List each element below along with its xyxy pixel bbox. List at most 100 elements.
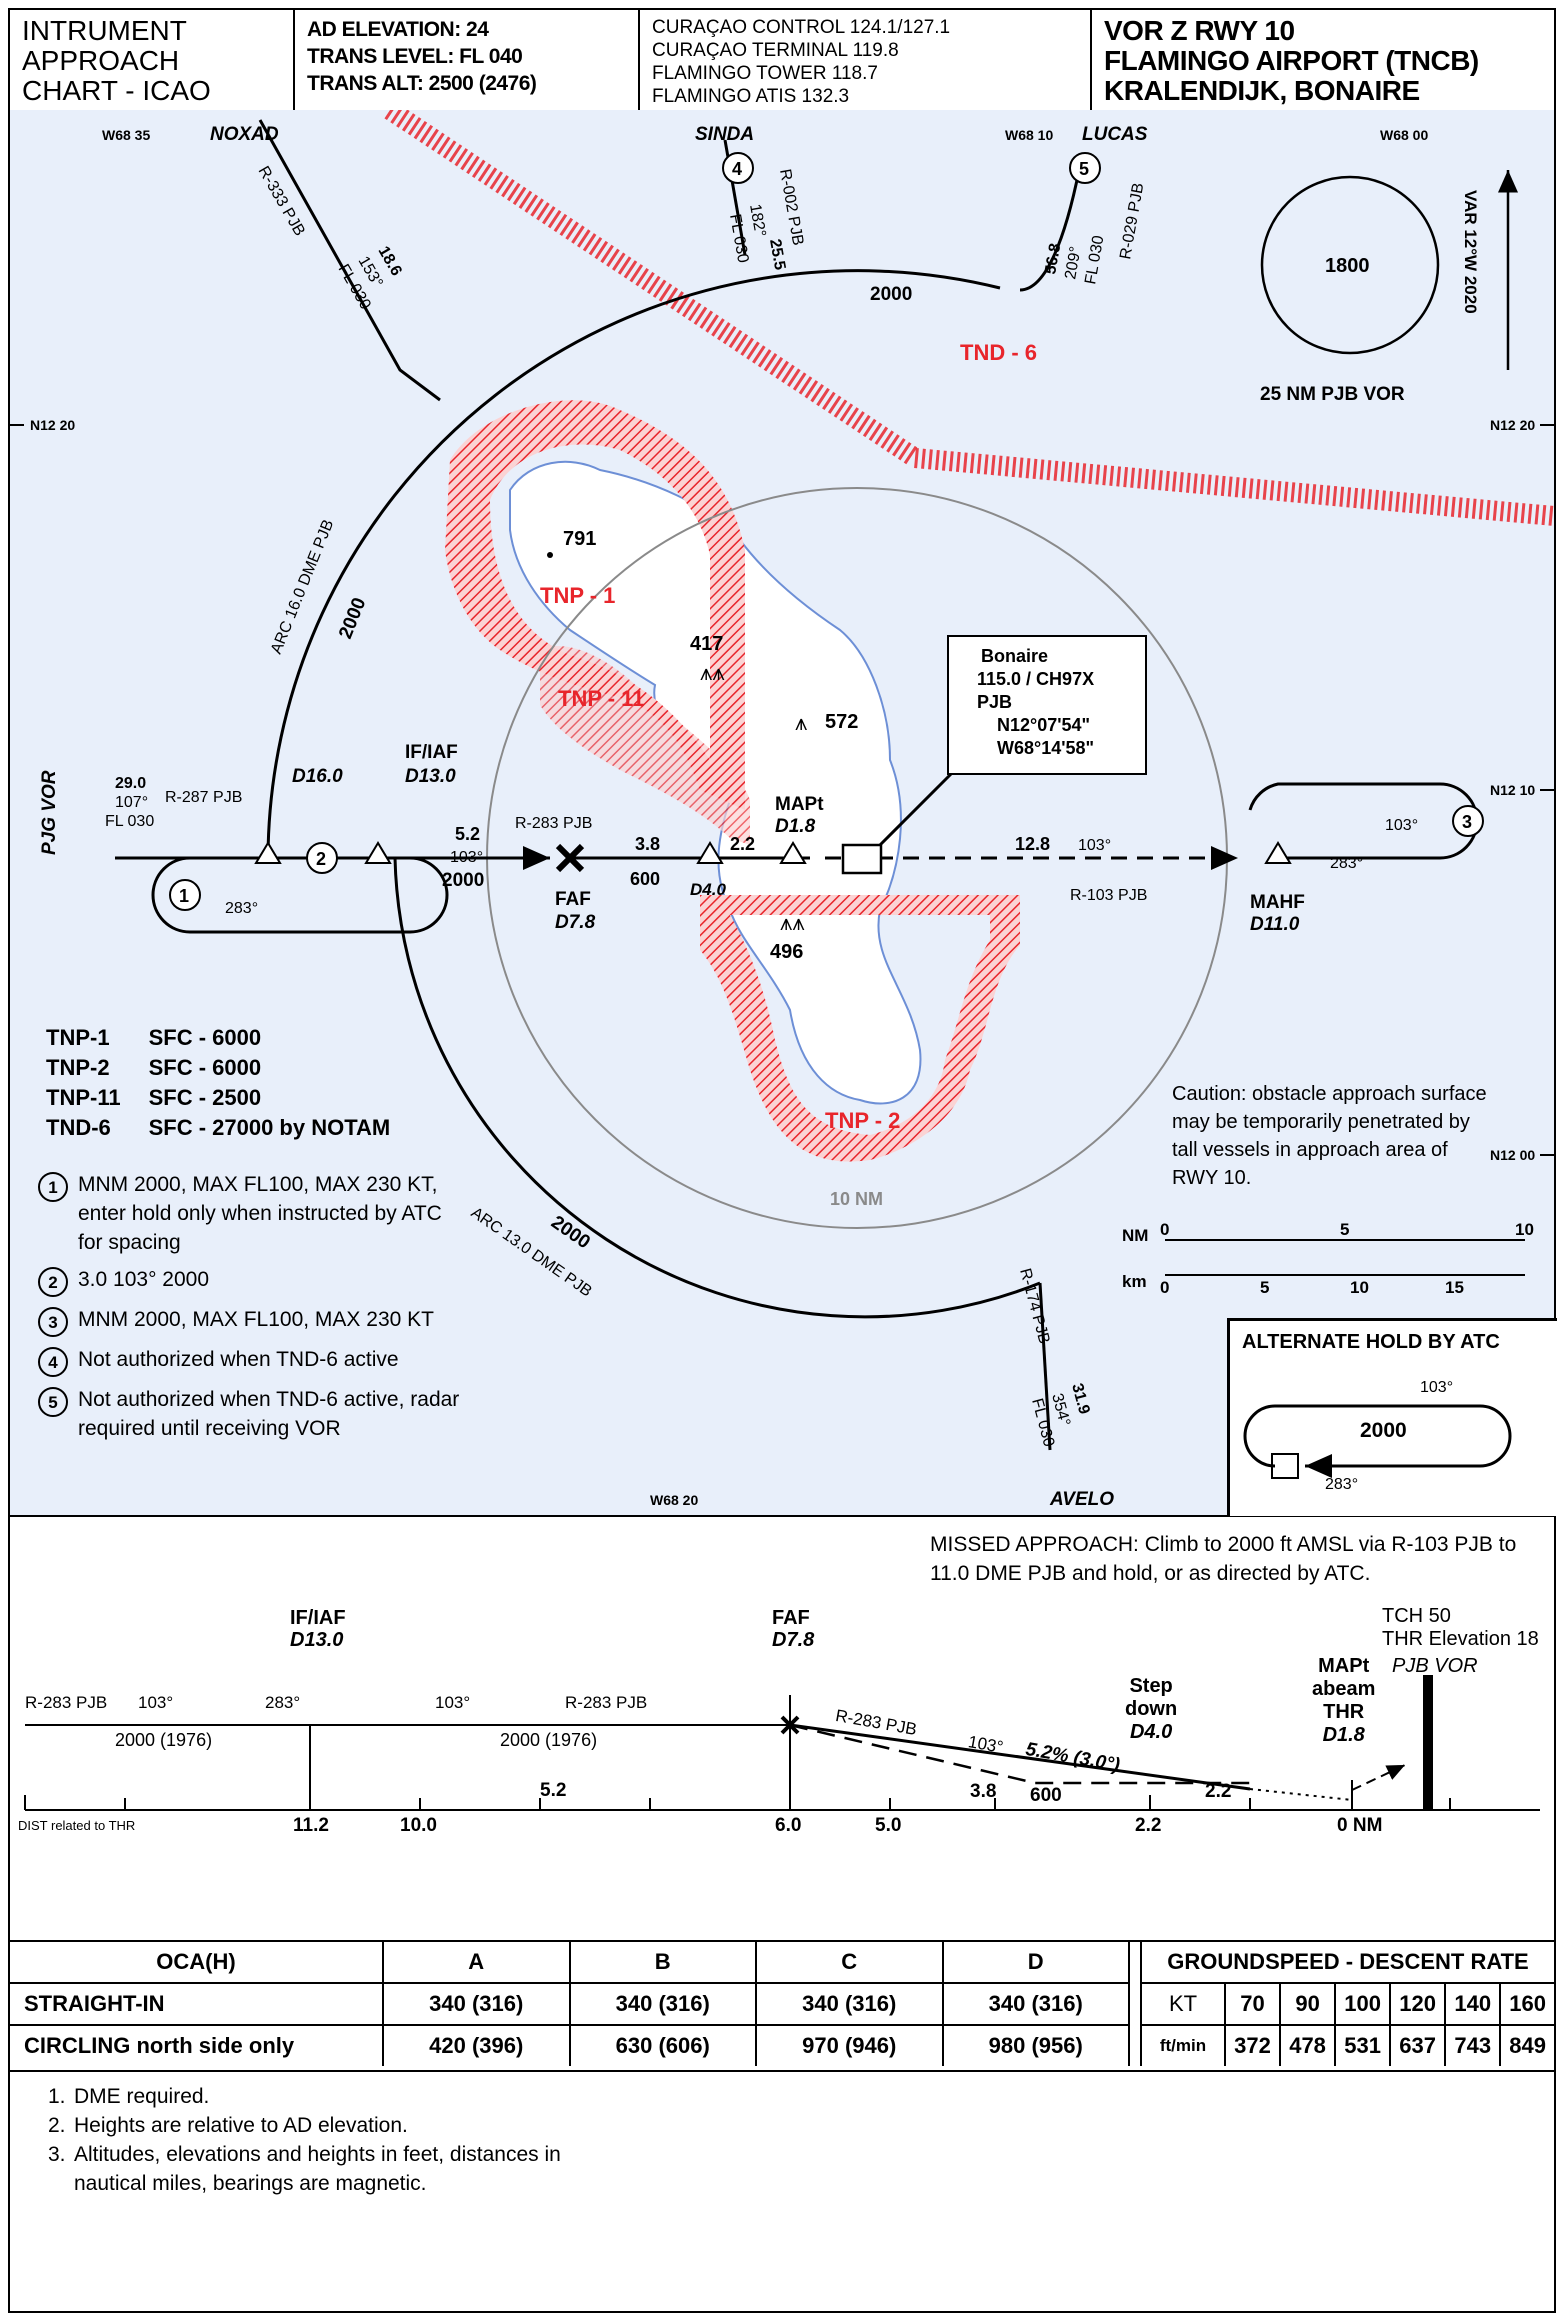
oca-row-straight: STRAIGHT-IN 340 (316) 340 (316) 340 (316…: [10, 1982, 1130, 2026]
airport-location: KRALENDIJK, BONAIRE: [1104, 75, 1420, 106]
visual-segment: [1249, 1788, 1353, 1801]
oca-cell: 340 (316): [941, 1982, 1130, 2026]
svg-text:3: 3: [1462, 812, 1472, 832]
arc-16-dme: [266, 269, 1001, 859]
profile-alt-left: 2000 (1976): [115, 1730, 213, 1750]
profile-seg-2-2: 2.2: [1205, 1781, 1232, 1802]
oca-cell: 340 (316): [568, 1982, 757, 2026]
profile-mapt-2: abeam: [1312, 1678, 1376, 1700]
inbound-course: 103°: [450, 849, 483, 866]
gs-fpm-label: ft/min: [1140, 2024, 1226, 2066]
thr-elevation-label: THR Elevation 18: [1382, 1628, 1539, 1650]
avelo-radial: R-174 PJB: [1016, 1267, 1052, 1346]
grid-w68-35: W68 35: [102, 127, 150, 143]
tnp11-label: TNP - 11: [558, 686, 644, 711]
vor-symbol: [841, 843, 883, 875]
oca-header-d: D: [941, 1942, 1130, 1984]
profile-mapt-label: MAPt abeam THR D1.8: [1312, 1655, 1375, 1747]
alternate-hold-in: 283°: [1325, 1476, 1359, 1493]
dist-tick-10: 10.0: [400, 1815, 437, 1836]
scale-nm-label: NM: [1122, 1226, 1149, 1245]
gs-fpm: 478: [1279, 2024, 1337, 2066]
profile-d4-label: D4.0: [1129, 1721, 1173, 1743]
restriction-limit: SFC - 6000: [148, 1055, 262, 1080]
trans-level: TRANS LEVEL: FL 040: [307, 45, 523, 68]
svg-text:5: 5: [1079, 159, 1089, 179]
alternate-hold-title: ALTERNATE HOLD BY ATC: [1242, 1331, 1500, 1353]
note-text: Not authorized when TND-6 active: [78, 1348, 399, 1371]
oca-cell: 340 (316): [382, 1982, 571, 2026]
restriction-area: TNP-11: [46, 1085, 121, 1110]
profile-faf-label: FAF: [772, 1607, 810, 1629]
profile-left-out: 103°: [138, 1693, 174, 1712]
trans-alt: TRANS ALT: 2500 (2476): [307, 72, 537, 95]
profile-d13-label: D13.0: [290, 1629, 344, 1651]
distance-ticks: [24, 1795, 1451, 1810]
obstacle-symbol-496: ⩚⩚: [780, 910, 805, 935]
grid-n12-20-left: N12 20: [30, 417, 75, 433]
oca-header-b: B: [568, 1942, 757, 1984]
gs-fpm: 372: [1223, 2024, 1282, 2066]
chart-header: INTRUMENT APPROACH CHART - ICAO AD ELEVA…: [10, 10, 1554, 112]
d4-label: D4.0: [690, 880, 726, 899]
obstacle-572: 572: [825, 711, 858, 733]
pjg-dist: 29.0: [115, 775, 146, 792]
pjg-radial: R-287 PJB: [165, 789, 242, 806]
lucas-fl: FL 030: [1082, 234, 1107, 286]
noxad-route: [258, 119, 441, 402]
d7-8-label: D7.8: [555, 912, 596, 933]
sinda-radial: R-002 PJB: [776, 168, 806, 247]
footnote-number: 3.: [48, 2143, 66, 2166]
chart-type-line-1: INTRUMENT: [22, 15, 187, 46]
comm-atis: FLAMINGO ATIS 132.3: [652, 86, 850, 107]
hold-2-marker: [306, 842, 338, 874]
noxad-label: NOXAD: [210, 124, 279, 145]
grid-w68-00: W68 00: [1380, 127, 1428, 143]
grid-n12-00: N12 00: [1490, 1147, 1535, 1163]
gs-fpm: 743: [1444, 2024, 1502, 2066]
tnp11-area: [540, 646, 750, 845]
comm-terminal: CURAÇAO TERMINAL 119.8: [652, 40, 899, 61]
chart-type-line-2: APPROACH: [22, 45, 180, 76]
tnd6-boundary: [384, 110, 921, 467]
procedure-title: VOR Z RWY 10: [1104, 15, 1295, 46]
procedure-cell: VOR Z RWY 10 FLAMINGO AIRPORT (TNCB) KRA…: [1092, 10, 1554, 110]
arc13-alt: 2000: [547, 1212, 594, 1253]
gs-kt-row: KT 70 90 100 120 140 160: [1140, 1982, 1554, 2026]
d4-fix: [696, 841, 724, 864]
seg-600: 600: [630, 869, 660, 889]
missed-radial: R-103 PJB: [1070, 887, 1147, 904]
arc-13-dme: [393, 857, 1041, 1319]
inbound-alt: 2000: [442, 870, 484, 891]
ten-nm-label: 10 NM: [830, 1189, 883, 1209]
airport-name: FLAMINGO AIRPORT (TNCB): [1104, 45, 1479, 76]
vor-frequency: 115.0 / CH97X: [977, 669, 1095, 689]
grid-n12-20-right: N12 20: [1490, 417, 1535, 433]
profile-seg-3-8-label: 3.8: [970, 1781, 997, 1802]
gs-kt: 140: [1444, 1982, 1502, 2026]
iaf-fix: [364, 841, 392, 864]
dist-tick-5: 5.0: [875, 1815, 902, 1836]
mapt-label: MAPt: [775, 794, 824, 815]
arc16-label: ARC 16.0 DME PJB: [268, 517, 337, 656]
profile-iaf-label: IF/IAF: [290, 1607, 346, 1629]
lucas-radial: R-029 PJB: [1117, 182, 1147, 261]
chart-type-cell: INTRUMENT APPROACH CHART - ICAO: [10, 10, 295, 110]
comm-control: CURAÇAO CONTROL 124.1/127.1: [652, 17, 951, 38]
minimum-altitude-path: [789, 1723, 1250, 1785]
restriction-area: TND-6: [46, 1115, 111, 1140]
note-number: 2: [38, 1267, 68, 1297]
avelo-route: [1038, 1282, 1052, 1451]
tnd6-boundary-east: [914, 448, 1554, 526]
obstacle-symbol-417: ⩚⩚: [700, 660, 725, 685]
note-number: 4: [38, 1347, 68, 1377]
alternate-hold-box: ALTERNATE HOLD BY ATC 103° 2000 283°: [1227, 1318, 1557, 1516]
